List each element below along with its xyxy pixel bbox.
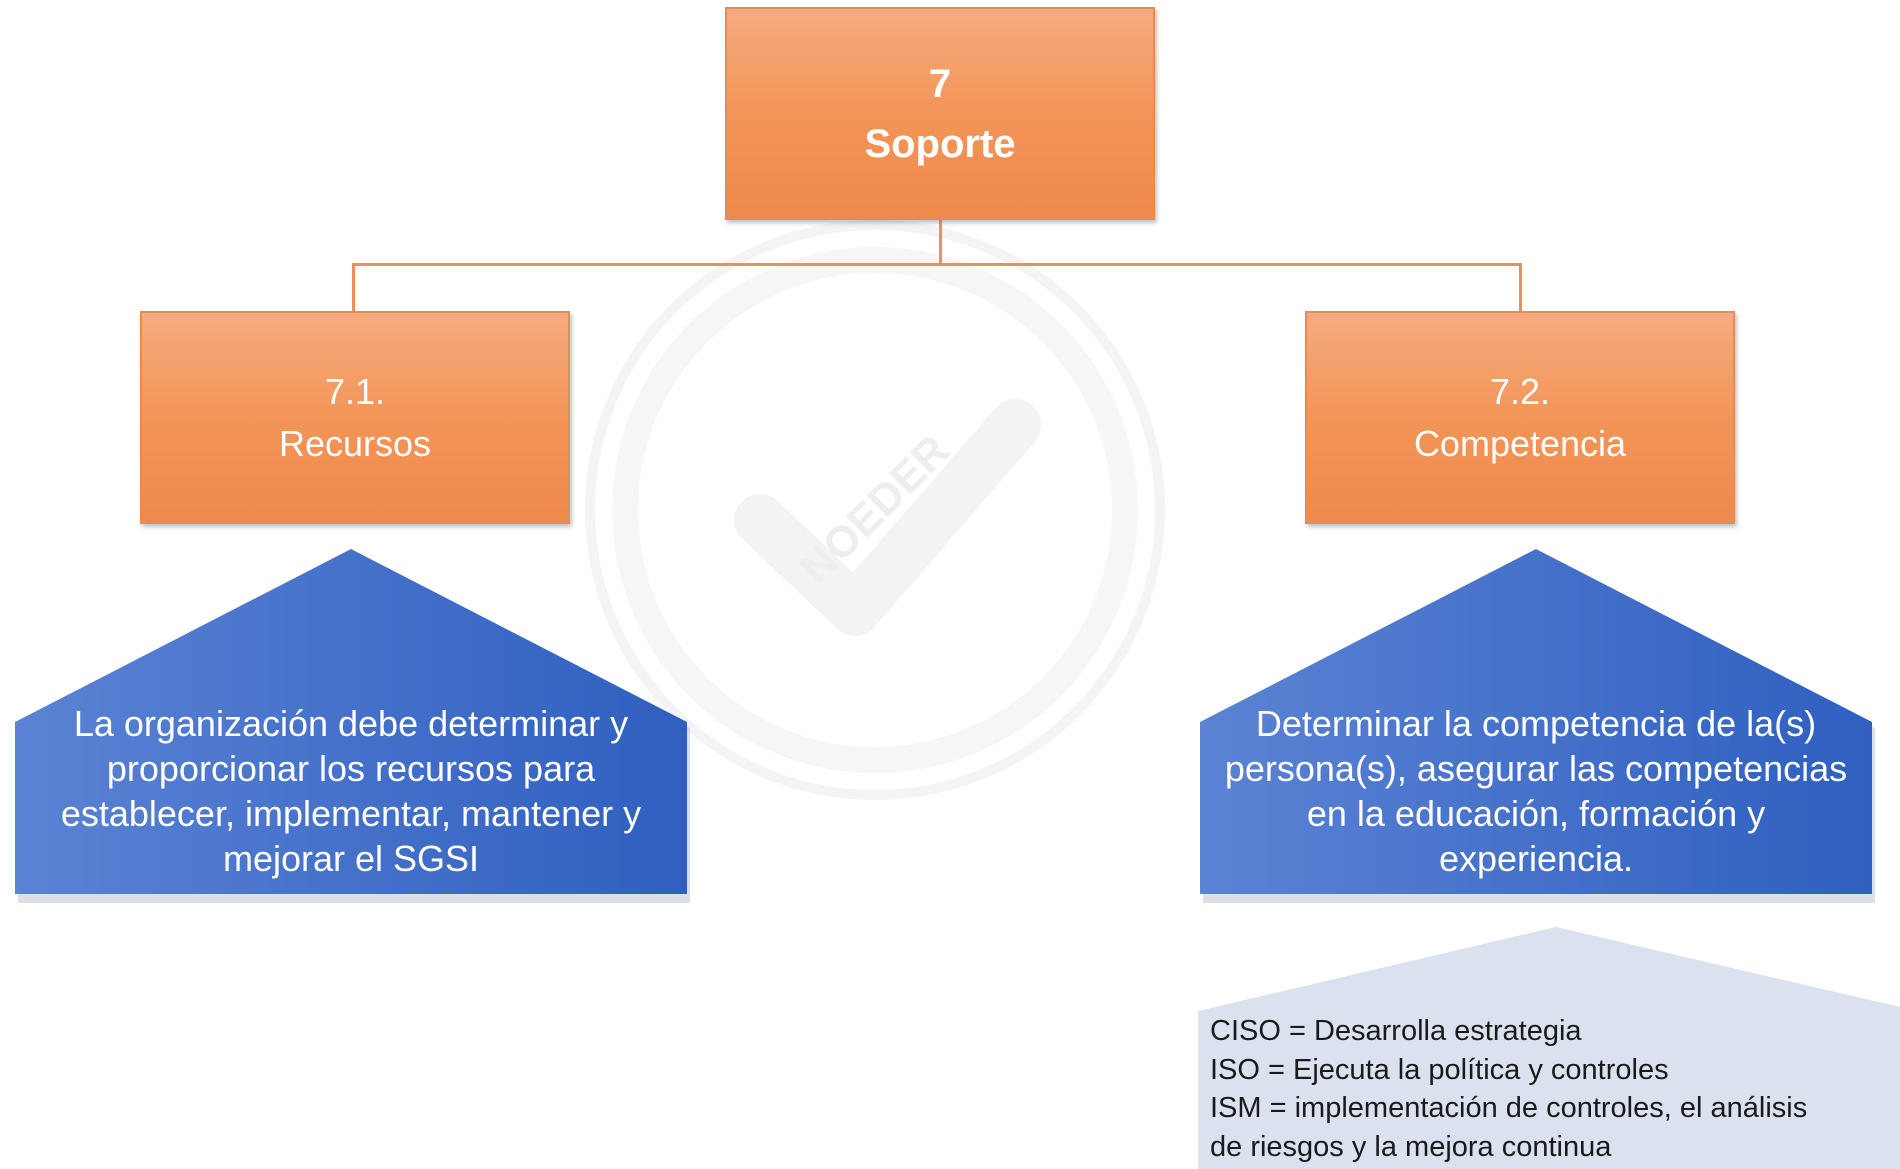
description-competencia-line: experiencia. — [1438, 838, 1634, 879]
description-recursos: La organización debe determinar y propor… — [15, 549, 690, 903]
description-competencia-line: Determinar la competencia de la(s) — [1255, 703, 1817, 744]
roles-note-line: ISO = Ejecuta la política y controles — [1210, 1053, 1669, 1086]
node-competencia: 7.2. Competencia — [1305, 311, 1735, 524]
node-competencia-number: 7.2. — [1489, 370, 1551, 412]
description-recursos-line: establecer, implementar, mantener y — [60, 793, 642, 834]
node-recursos-number: 7.1. — [324, 370, 386, 412]
description-competencia: Determinar la competencia de la(s) perso… — [1200, 549, 1875, 903]
description-recursos-line: La organización debe determinar y — [73, 703, 629, 744]
node-recursos: 7.1. Recursos — [140, 311, 570, 524]
roles-note: CISO = Desarrolla estrategia ISO = Ejecu… — [1198, 927, 1900, 1169]
description-recursos-line: proporcionar los recursos para — [106, 748, 596, 789]
roles-note-line: de riesgos y la mejora continua — [1210, 1130, 1612, 1163]
description-recursos-line: mejorar el SGSI — [222, 838, 480, 879]
node-soporte-title: Soporte — [864, 121, 1016, 166]
connector-right-drop — [1519, 263, 1522, 311]
node-recursos-title: Recursos — [278, 422, 432, 464]
connector-horizontal — [352, 263, 1522, 266]
node-soporte: 7 Soporte — [725, 7, 1155, 220]
node-competencia-title: Competencia — [1413, 422, 1627, 464]
roles-note-line: ISM = implementación de controles, el an… — [1210, 1092, 1808, 1124]
description-competencia-line: en la educación, formación y — [1306, 793, 1766, 834]
watermark-logo: NOEDER — [585, 220, 1165, 800]
connector-vertical-top — [939, 220, 942, 266]
roles-note-line: CISO = Desarrolla estrategia — [1210, 1015, 1582, 1047]
description-competencia-line: persona(s), asegurar las competencias — [1224, 748, 1848, 789]
connector-left-drop — [352, 263, 355, 311]
node-soporte-number: 7 — [928, 61, 952, 106]
